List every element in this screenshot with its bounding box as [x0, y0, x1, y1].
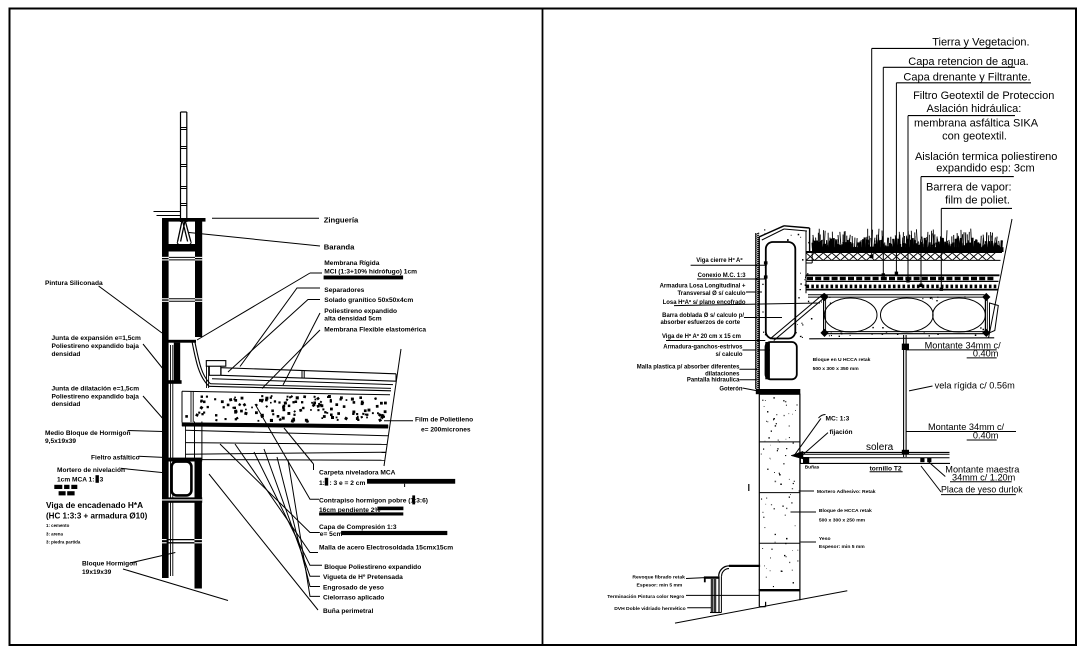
- svg-text:3: 3: [100, 477, 104, 484]
- svg-text:Transversal Ø s/ calculo: Transversal Ø s/ calculo: [678, 291, 746, 297]
- svg-text:Conexio M.C. 1:3: Conexio M.C. 1:3: [698, 273, 747, 279]
- svg-text:Medio Bloque de Hormigon: Medio Bloque de Hormigon: [45, 430, 131, 437]
- svg-text:Baranda: Baranda: [324, 242, 355, 251]
- svg-text:Barra doblada Ø s/ calculo p/: Barra doblada Ø s/ calculo p/: [662, 313, 744, 319]
- svg-text:Goterón: Goterón: [719, 386, 742, 392]
- svg-text:MCI (1:3+10% hidrófugo) 1cm: MCI (1:3+10% hidrófugo) 1cm: [324, 268, 417, 275]
- svg-text:3:6): 3:6): [416, 498, 428, 505]
- svg-text:1: cemento: 1: cemento: [46, 523, 70, 528]
- svg-text:MC: 1:3: MC: 1:3: [826, 416, 850, 423]
- svg-text:DVH Doble vidriado hermético: DVH Doble vidriado hermético: [614, 606, 686, 612]
- svg-text:Filtro Geotextil de Proteccion: Filtro Geotextil de Proteccion: [913, 90, 1054, 102]
- svg-text:Mortero Adhesivo: Retak: Mortero Adhesivo: Retak: [817, 489, 876, 495]
- svg-text:con geotextil.: con geotextil.: [942, 131, 1007, 143]
- svg-text:fijación: fijación: [830, 429, 853, 436]
- svg-text:Capa de Compresión 1:3: Capa de Compresión 1:3: [319, 524, 397, 531]
- svg-text:Membrana Flexible elastomérica: Membrana Flexible elastomérica: [324, 327, 426, 334]
- svg-text:densidad: densidad: [52, 401, 81, 408]
- svg-text:Malla plastica p/ absorber dif: Malla plastica p/ absorber diferentes: [637, 364, 740, 370]
- svg-text:solera: solera: [866, 442, 894, 453]
- svg-text:Capa drenante y Filtrante.: Capa drenante y Filtrante.: [903, 72, 1030, 84]
- svg-text:film de poliet.: film de poliet.: [945, 194, 1010, 206]
- svg-text:19x19x39: 19x19x39: [82, 569, 112, 576]
- svg-text:Buña perimetral: Buña perimetral: [323, 608, 373, 615]
- svg-text:e= 5cm: e= 5cm: [320, 531, 343, 538]
- svg-text:Bloque de HCCA retak: Bloque de HCCA retak: [819, 508, 872, 514]
- svg-text:Espesor: min 5 mm: Espesor: min 5 mm: [637, 583, 683, 589]
- svg-text:Aslación hidráulica:: Aslación hidráulica:: [927, 103, 1022, 115]
- svg-text:Armadura Losa Longitudinal +: Armadura Losa Longitudinal +: [660, 284, 746, 290]
- svg-text:Montante 34mm c/: Montante 34mm c/: [928, 422, 1005, 432]
- svg-text:Pantalla hidraulica: Pantalla hidraulica: [687, 377, 740, 383]
- svg-text:500 x 300 x 250 mm: 500 x 300 x 250 mm: [819, 517, 866, 523]
- svg-text:Fieltro asfáltico: Fieltro asfáltico: [91, 454, 140, 461]
- svg-text:Vigueta de Hº Pretensada: Vigueta de Hº Pretensada: [323, 574, 403, 581]
- svg-text:Membrana Rígida: Membrana Rígida: [324, 260, 379, 267]
- svg-text:membrana asfáltica SIKA: membrana asfáltica SIKA: [914, 118, 1039, 130]
- svg-text:0.40m: 0.40m: [973, 431, 999, 441]
- svg-text:Mortero de nivelación: Mortero de nivelación: [57, 467, 125, 474]
- svg-text:dilataciones: dilataciones: [705, 372, 740, 378]
- svg-text:Losa HºAº s/ plano encofrado: Losa HºAº s/ plano encofrado: [663, 300, 746, 306]
- svg-text:9,5x19x39: 9,5x19x39: [45, 438, 76, 445]
- svg-text:s/ calculo: s/ calculo: [715, 352, 742, 358]
- svg-text:: 3 e = 2 cm: : 3 e = 2 cm: [330, 480, 366, 487]
- svg-text:Buñas: Buñas: [805, 465, 820, 471]
- svg-text:Carpeta niveladora MCA: Carpeta niveladora MCA: [319, 470, 396, 477]
- svg-text:Capa retencion de agua.: Capa retencion de agua.: [908, 56, 1028, 68]
- svg-text:Tierra y Vegetacion.: Tierra y Vegetacion.: [932, 37, 1029, 49]
- svg-text:Montante 34mm c/: Montante 34mm c/: [925, 341, 1002, 351]
- svg-text:Terminación Pintura color Negr: Terminación Pintura color Negro: [607, 594, 684, 600]
- svg-text:alta densidad 5cm: alta densidad 5cm: [324, 316, 381, 323]
- svg-text:Separadores: Separadores: [324, 287, 364, 294]
- svg-text:Malla de acero Electrosoldada: Malla de acero Electrosoldada 15cmx15cm: [319, 545, 453, 552]
- svg-text:absorber esfuerzos de corte: absorber esfuerzos de corte: [660, 320, 740, 326]
- svg-text:Junta de dilatación e=1,5cm: Junta de dilatación e=1,5cm: [52, 386, 140, 393]
- svg-text:Yeso: Yeso: [819, 536, 831, 542]
- svg-text:Poliestireno expandido: Poliestireno expandido: [324, 308, 397, 315]
- svg-text:16cm pendiente 2%: 16cm pendiente 2%: [319, 507, 380, 514]
- svg-text:Montante maestra: Montante maestra: [945, 464, 1020, 474]
- svg-text:Viga de encadenado H*A: Viga de encadenado H*A: [46, 501, 143, 510]
- svg-text:Solado granítico 50x50x4cm: Solado granítico 50x50x4cm: [324, 297, 413, 304]
- svg-text:Pintura Siliconada: Pintura Siliconada: [45, 280, 103, 287]
- svg-text:Poliestireno expandido baja: Poliestireno expandido baja: [52, 393, 140, 400]
- svg-text:1cm MCA 1:: 1cm MCA 1:: [57, 477, 94, 484]
- svg-text:3: piedra partida: 3: piedra partida: [46, 540, 81, 545]
- svg-text:Zinguería: Zinguería: [324, 215, 359, 224]
- svg-text:0.40m: 0.40m: [973, 349, 999, 359]
- svg-text:3: arena: 3: arena: [46, 532, 63, 537]
- svg-text:34mm c/ 1.20m: 34mm c/ 1.20m: [952, 473, 1016, 483]
- svg-text:expandido esp: 3cm: expandido esp: 3cm: [936, 163, 1034, 175]
- svg-text:1:: 1:: [319, 480, 325, 487]
- svg-text:Poliestireno expandido baja: Poliestireno expandido baja: [52, 343, 140, 350]
- svg-text:Armadura-ganchos-estrivos: Armadura-ganchos-estrivos: [663, 345, 743, 351]
- svg-text:Revoque fibrado retak: Revoque fibrado retak: [632, 575, 685, 581]
- svg-text:Bloque Hormigon: Bloque Hormigon: [82, 561, 137, 568]
- svg-text:Bloque en U HCCA retak: Bloque en U HCCA retak: [813, 357, 871, 363]
- svg-text:Placa de yeso durlok: Placa de yeso durlok: [941, 485, 1023, 495]
- svg-text:e= 200micrones: e= 200micrones: [421, 426, 471, 433]
- svg-text:vela rígida c/ 0.56m: vela rígida c/ 0.56m: [935, 380, 1016, 390]
- svg-text:Viga cierre Hº Aº: Viga cierre Hº Aº: [696, 258, 743, 264]
- svg-text:Engrosado de yeso: Engrosado de yeso: [323, 585, 384, 592]
- svg-text:(HC 1:3:3 + armadura Ø10): (HC 1:3:3 + armadura Ø10): [46, 512, 148, 521]
- svg-text:Espesor: min 5 mm: Espesor: min 5 mm: [819, 544, 865, 550]
- svg-text:Contrapiso hormigon pobre (1:: Contrapiso hormigon pobre (1:: [319, 498, 416, 505]
- svg-text:densidad: densidad: [52, 351, 81, 358]
- svg-text:Barrera de vapor:: Barrera de vapor:: [926, 181, 1012, 193]
- svg-text:tornillo T2: tornillo T2: [870, 465, 902, 472]
- svg-text:Cielorraso aplicado: Cielorraso aplicado: [323, 594, 384, 601]
- svg-text:Viga de Hº Aº 20 cm x 15 cm: Viga de Hº Aº 20 cm x 15 cm: [662, 334, 741, 340]
- svg-text:Aislación termica poliestireno: Aislación termica poliestireno: [915, 151, 1057, 163]
- svg-text:Film de Polietileno: Film de Polietileno: [415, 417, 473, 424]
- svg-text:Junta de expansión e=1,5cm: Junta de expansión e=1,5cm: [52, 335, 142, 342]
- svg-text:500 x 300 x 350 mm: 500 x 300 x 350 mm: [813, 366, 860, 372]
- svg-text:Bloque Poliestireno expandido: Bloque Poliestireno expandido: [324, 564, 421, 571]
